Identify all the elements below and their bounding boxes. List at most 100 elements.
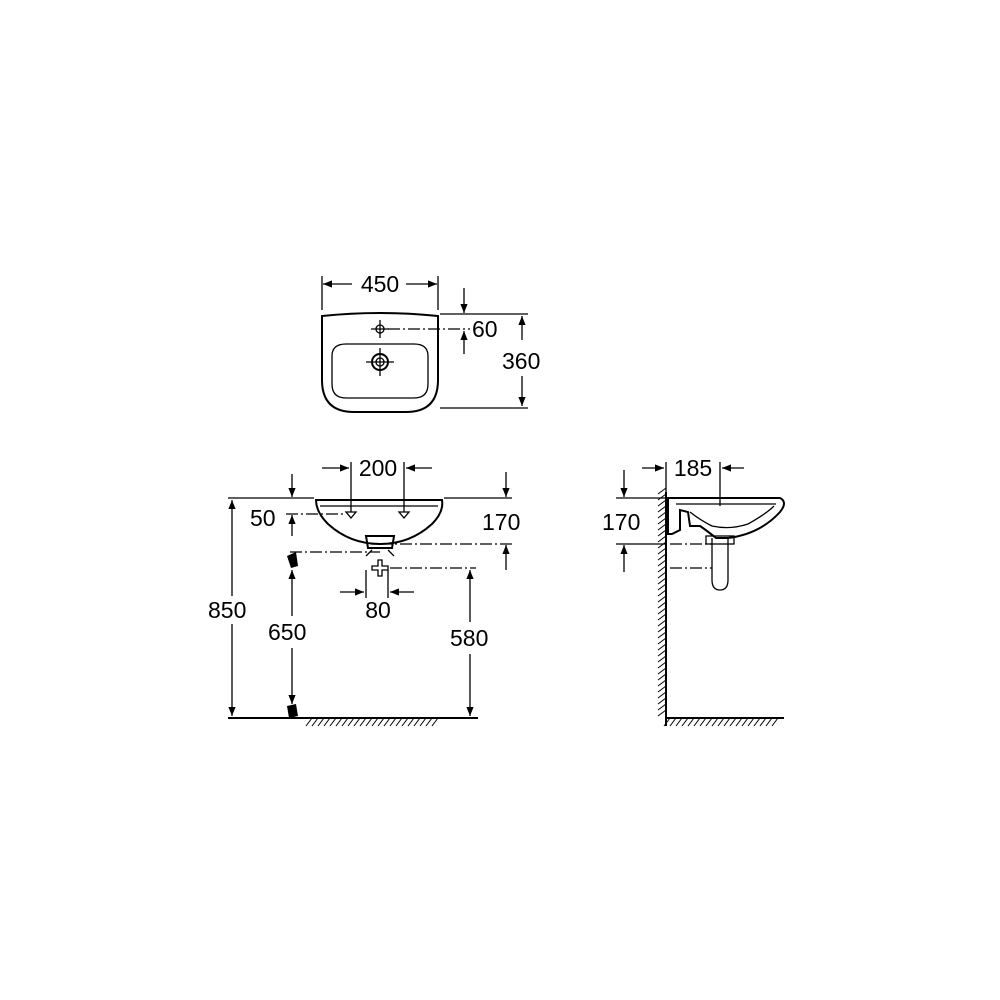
hatch-line	[365, 717, 373, 727]
front-view-tap-left	[344, 511, 358, 520]
hatch-line	[657, 685, 667, 693]
hatch-line	[657, 631, 667, 639]
hatch-line	[657, 571, 667, 579]
hatch-line	[729, 717, 737, 727]
side-view: 185 170	[602, 455, 785, 727]
hatch-line	[657, 691, 667, 699]
hatch-line	[431, 717, 439, 727]
hatch-line	[717, 717, 725, 727]
top-view: 450 60 360	[321, 271, 540, 413]
hatch-line	[657, 511, 667, 519]
hatch-line	[759, 717, 767, 727]
dim-side-height: 170	[602, 509, 640, 535]
hatch-line	[657, 535, 667, 543]
dim-top-width: 450	[361, 271, 399, 297]
hatch-line	[657, 595, 667, 603]
hatch-line	[657, 517, 667, 525]
hatch-line	[657, 619, 667, 627]
hatch-line	[657, 625, 667, 633]
hatch-line	[657, 499, 667, 507]
dim-side-projection: 185	[674, 455, 712, 481]
side-view-siphon	[711, 538, 729, 591]
hatch-line	[657, 607, 667, 615]
hatch-line	[723, 717, 731, 727]
hatch-line	[657, 493, 667, 501]
hatch-line	[657, 703, 667, 711]
hatch-line	[657, 679, 667, 687]
hatch-line	[395, 717, 403, 727]
hatch-line	[383, 717, 391, 727]
hatch-line	[657, 583, 667, 591]
hatch-line	[371, 717, 379, 727]
hatch-line	[413, 717, 421, 727]
hatch-line	[347, 717, 355, 727]
hatch-line	[657, 589, 667, 597]
side-view-basin	[667, 497, 785, 539]
side-view-floor-hatching	[663, 717, 779, 727]
dim-front-tap-spacing: 200	[359, 455, 397, 481]
hatch-line	[687, 717, 695, 727]
hatch-line	[305, 717, 313, 727]
dim-front-waste-spacing: 80	[365, 597, 391, 623]
hatch-line	[681, 717, 689, 727]
hatch-line	[741, 717, 749, 727]
hatch-line	[669, 717, 677, 727]
hatch-line	[341, 717, 349, 727]
hatch-line	[699, 717, 707, 727]
dim-top-depth: 360	[502, 348, 540, 374]
hatch-line	[401, 717, 409, 727]
hatch-line	[675, 717, 683, 727]
hatch-line	[389, 717, 397, 727]
hatch-line	[693, 717, 701, 727]
hatch-line	[747, 717, 755, 727]
hatch-line	[657, 709, 667, 717]
hatch-line	[735, 717, 743, 727]
hatch-line	[771, 717, 779, 727]
hatch-line	[657, 673, 667, 681]
front-view: 200 50 170 80 850 650	[208, 455, 520, 727]
front-view-floor-fixing	[287, 704, 298, 718]
hatch-line	[657, 487, 667, 495]
hatch-line	[335, 717, 343, 727]
hatch-line	[657, 505, 667, 513]
hatch-line	[657, 529, 667, 537]
front-view-bracket	[287, 552, 298, 568]
front-view-tap-right	[397, 511, 411, 520]
hatch-line	[657, 661, 667, 669]
front-view-floor-hatching	[305, 717, 439, 727]
hatch-line	[377, 717, 385, 727]
top-view-basin-outline	[321, 312, 439, 413]
dim-front-rim-to-tap: 50	[250, 505, 276, 531]
hatch-line	[419, 717, 427, 727]
dim-front-rim-height: 850	[208, 597, 246, 623]
hatch-line	[323, 717, 331, 727]
hatch-line	[753, 717, 761, 727]
hatch-line	[657, 643, 667, 651]
dim-top-tap-offset: 60	[472, 316, 498, 342]
hatch-line	[657, 559, 667, 567]
hatch-line	[657, 637, 667, 645]
side-view-wall-hatching	[657, 487, 667, 717]
hatch-line	[657, 547, 667, 555]
hatch-line	[657, 523, 667, 531]
hatch-line	[657, 553, 667, 561]
dim-front-bracket-height: 650	[268, 619, 306, 645]
hatch-line	[353, 717, 361, 727]
top-view-bowl	[331, 343, 429, 399]
hatch-line	[407, 717, 415, 727]
hatch-line	[657, 667, 667, 675]
hatch-line	[657, 577, 667, 585]
hatch-line	[657, 541, 667, 549]
hatch-line	[657, 601, 667, 609]
hatch-line	[657, 565, 667, 573]
dim-front-height: 170	[482, 509, 520, 535]
hatch-line	[711, 717, 719, 727]
hatch-line	[657, 697, 667, 705]
hatch-line	[317, 717, 325, 727]
hatch-line	[329, 717, 337, 727]
hatch-line	[765, 717, 773, 727]
hatch-line	[311, 717, 319, 727]
front-view-waste-outlet	[364, 535, 396, 549]
dim-front-waste-height: 580	[450, 625, 488, 651]
